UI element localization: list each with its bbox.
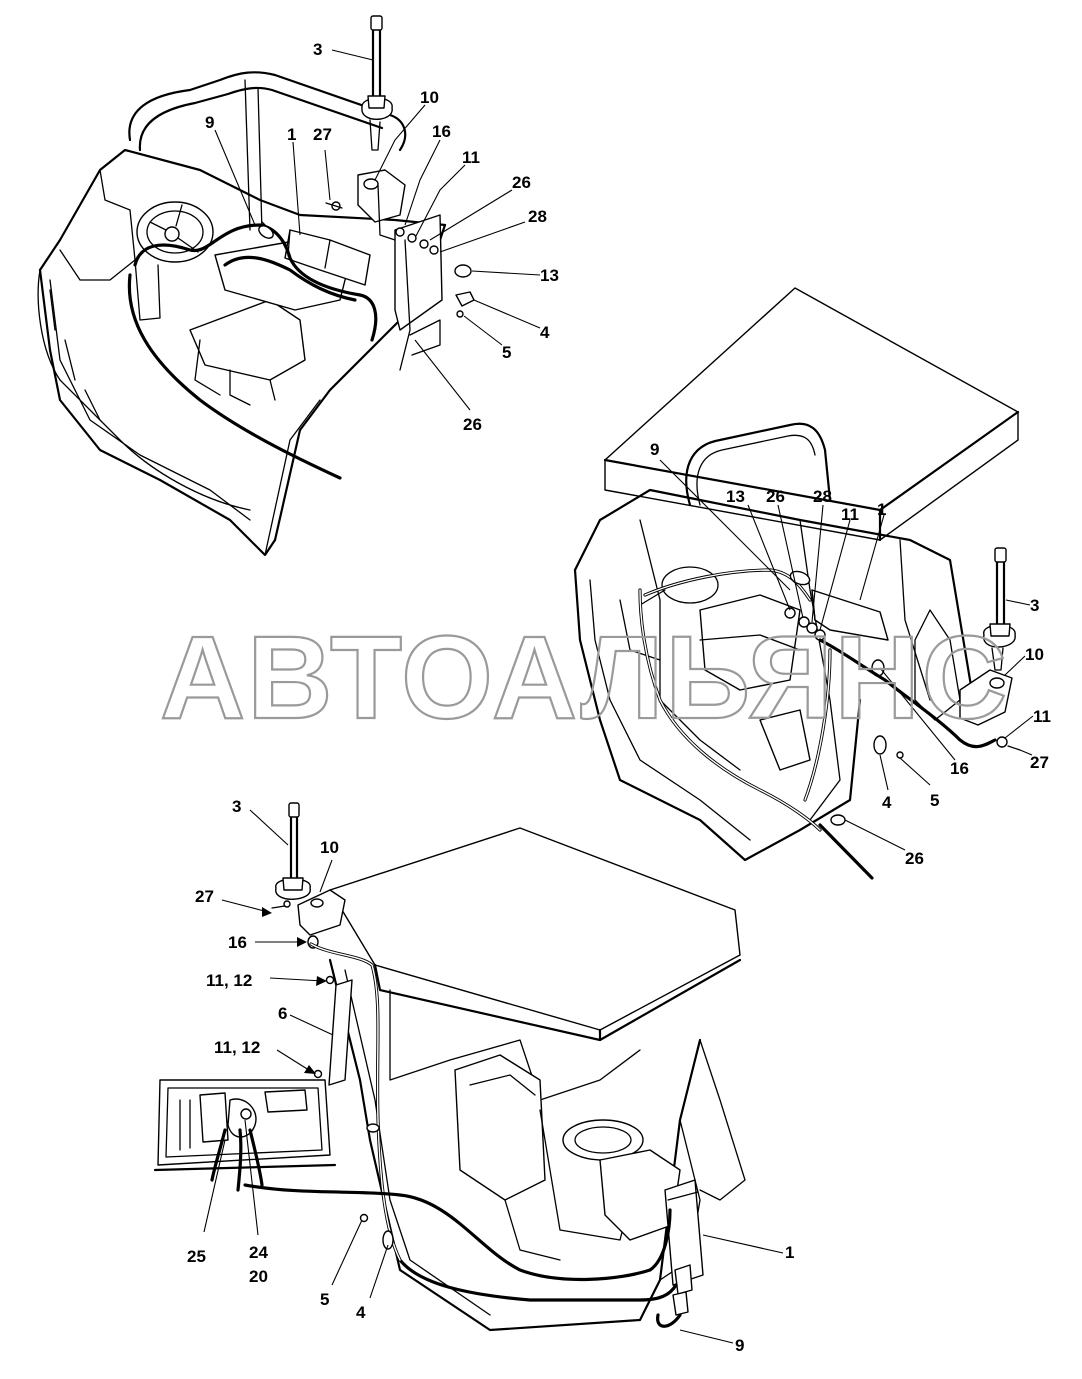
callout-28-right: 28 [813, 487, 832, 506]
callout-28: 28 [528, 207, 547, 226]
callout-4: 4 [540, 323, 550, 342]
callout-26b: 26 [463, 415, 482, 434]
callout-1: 1 [287, 125, 296, 144]
callouts-top-left: 3 10 9 1 27 16 11 26 28 13 4 5 26 [205, 40, 559, 434]
callout-10-right: 10 [1025, 645, 1044, 664]
view-bottom [153, 802, 746, 1332]
callout-11-12-top: 11, 12 [206, 971, 252, 990]
callout-16-right: 16 [950, 759, 969, 778]
callout-13: 13 [540, 266, 559, 285]
callout-5-bottom: 5 [320, 1290, 329, 1309]
callout-26b-right: 26 [905, 849, 924, 868]
callout-9: 9 [205, 113, 214, 132]
callout-13-right: 13 [726, 487, 745, 506]
callout-11-12-bottom: 11, 12 [214, 1038, 260, 1057]
callout-26-right: 26 [766, 487, 785, 506]
callout-10: 10 [420, 88, 439, 107]
callout-20-bottom: 20 [249, 1267, 268, 1286]
view-right [573, 287, 1021, 880]
callout-5: 5 [502, 343, 511, 362]
callout-9-bottom: 9 [735, 1336, 744, 1355]
callout-27: 27 [313, 125, 332, 144]
callout-24-bottom: 24 [249, 1243, 268, 1262]
callouts-right: 9 13 26 28 11 1 3 10 11 27 16 4 5 26 [650, 440, 1051, 868]
callouts-bottom: 3 10 27 16 11, 12 6 11, 12 25 24 20 5 4 … [187, 797, 794, 1355]
callout-16-bottom: 16 [228, 933, 247, 952]
callout-16: 16 [432, 122, 451, 141]
callout-1-right: 1 [877, 500, 886, 519]
callout-3-right: 3 [1030, 596, 1039, 615]
callout-11b-right: 11 [1033, 707, 1051, 726]
callout-27-bottom: 27 [195, 887, 214, 906]
callout-3: 3 [313, 40, 322, 59]
callout-10-bottom: 10 [320, 838, 339, 857]
callout-5-right: 5 [930, 791, 939, 810]
callout-6-bottom: 6 [278, 1004, 287, 1023]
callout-27-right: 27 [1030, 753, 1049, 772]
callout-9-right: 9 [650, 440, 659, 459]
callout-3-bottom: 3 [232, 797, 241, 816]
callout-11: 11 [462, 148, 480, 167]
callout-26: 26 [512, 173, 531, 192]
callout-4-bottom: 4 [356, 1303, 366, 1322]
callout-1-bottom: 1 [785, 1243, 794, 1262]
callout-11-right: 11 [841, 505, 859, 524]
callout-25-bottom: 25 [187, 1247, 206, 1266]
view-top-left [37, 15, 475, 557]
watermark: АВТОАЛЬЯНС [160, 612, 1009, 744]
callout-4-right: 4 [882, 793, 892, 812]
